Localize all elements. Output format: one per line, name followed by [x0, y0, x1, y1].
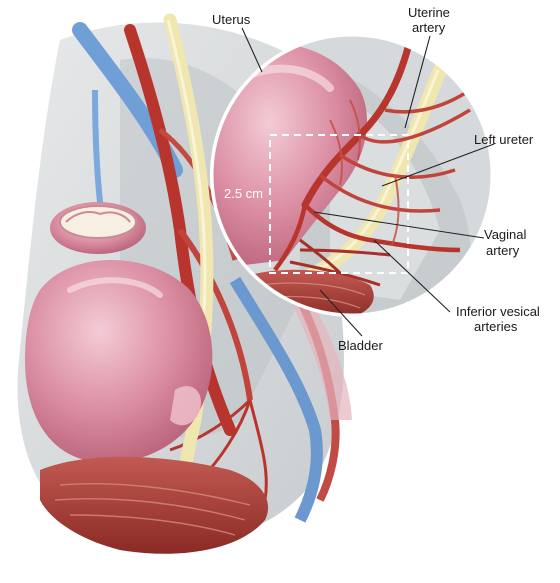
uterus-highlight: [67, 277, 163, 298]
inset-uterine-branches: [318, 88, 471, 213]
label-left-ureter: Left ureter: [474, 132, 534, 147]
label-bladder: Bladder: [338, 338, 383, 353]
muscle-fibers: [54, 483, 251, 536]
ligament-strip: [290, 290, 352, 420]
vaginal-cuff-stump: [50, 202, 146, 254]
inset-small-vessels: [329, 99, 400, 246]
leader-uterine-artery: [404, 35, 431, 129]
label-vaginal-artery-line2: artery: [486, 243, 520, 258]
label-inferior-vesical-line2: arteries: [474, 319, 518, 334]
leader-vaginal-artery: [313, 211, 485, 239]
inset-vaginal-artery: [273, 203, 461, 272]
artery-branch-a: [177, 228, 253, 401]
leader-lines: [241, 27, 495, 337]
uterus-main-body: [25, 260, 213, 463]
label-uterine-artery-line2: artery: [412, 20, 446, 35]
label-uterus: Uterus: [212, 12, 251, 27]
scale-dashed-box: [269, 134, 409, 274]
leader-inferior-vesical: [373, 239, 451, 313]
label-uterine-artery-line1: Uterine: [408, 5, 450, 20]
pelvic-vein-lower: [229, 276, 323, 523]
uterus-edge-tissue: [170, 386, 201, 426]
magnified-inset: 2.5 cm: [210, 33, 494, 317]
leader-left-ureter: [381, 143, 495, 187]
leader-bladder: [319, 289, 363, 337]
leader-uterus: [241, 27, 263, 73]
ureter-main: [163, 13, 214, 497]
inset-uterus: [212, 43, 367, 270]
label-vaginal-artery-line1: Vaginal: [484, 227, 527, 242]
label-inferior-vesical-line1: Inferior vesical: [456, 304, 540, 319]
scale-label: 2.5 cm: [224, 186, 263, 201]
labels: Uterus Uterine artery Left ureter Vagina…: [212, 5, 540, 353]
